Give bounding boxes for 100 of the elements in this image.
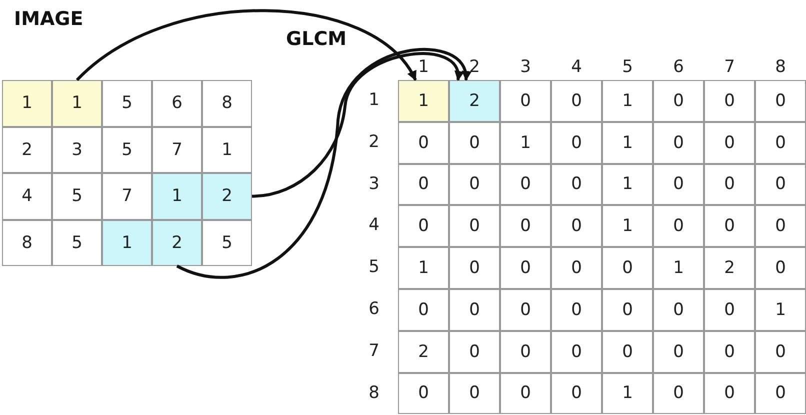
table-cell: 0 — [551, 80, 602, 122]
table-cell: 1 — [602, 164, 653, 206]
table-cell: 1 — [202, 126, 252, 173]
table-cell: 0 — [500, 289, 551, 331]
row-header: 6 — [368, 299, 380, 319]
column-header: 5 — [621, 57, 634, 77]
table-cell: 0 — [398, 122, 449, 164]
column-header: 7 — [723, 57, 736, 77]
table-cell: 0 — [500, 372, 551, 414]
row-header: 8 — [368, 382, 380, 403]
table-cell: 0 — [653, 289, 704, 331]
row-header: 1 — [368, 90, 380, 110]
table-cell: 6 — [152, 80, 202, 126]
table-cell: 0 — [704, 330, 755, 373]
table-cell: 0 — [551, 164, 602, 206]
table-cell: 7 — [102, 173, 152, 220]
column-header: 4 — [570, 57, 583, 77]
table-cell: 0 — [755, 205, 806, 248]
table-cell: 0 — [551, 205, 602, 248]
table-cell: 2 — [152, 220, 202, 266]
table-cell: 0 — [653, 164, 704, 206]
row-header: 7 — [368, 340, 380, 361]
column-header: 3 — [519, 57, 532, 77]
table-cell: 0 — [653, 205, 704, 248]
table-cell: 0 — [704, 372, 755, 414]
table-cell: 1 — [653, 247, 704, 289]
table-cell: 2 — [449, 80, 500, 122]
table-cell: 0 — [500, 164, 551, 206]
table-cell: 1 — [602, 205, 653, 248]
table-cell: 2 — [202, 173, 252, 220]
table-cell: 5 — [102, 80, 152, 126]
table-cell: 7 — [152, 126, 202, 173]
table-cell: 0 — [398, 289, 449, 331]
table-cell: 0 — [755, 372, 806, 414]
table-cell: 0 — [602, 330, 653, 373]
table-cell: 1 — [102, 220, 152, 266]
table-cell: 0 — [500, 247, 551, 289]
table-cell: 1 — [500, 122, 551, 164]
table-cell: 0 — [500, 205, 551, 248]
table-title: IMAGE — [14, 8, 84, 30]
table-cell: 0 — [704, 205, 755, 248]
column-header: 2 — [468, 57, 481, 77]
arrow — [176, 48, 470, 279]
table-cell: 0 — [755, 122, 806, 164]
table-cell: 5 — [102, 126, 152, 173]
table-cell: 0 — [704, 289, 755, 331]
table-cell: 0 — [602, 289, 653, 331]
table-cell: 0 — [551, 247, 602, 289]
row-header: 4 — [368, 215, 380, 236]
table-cell: 1 — [152, 173, 202, 220]
row-header: 3 — [368, 174, 380, 194]
table-cell: 1 — [602, 372, 653, 414]
row-header: 2 — [368, 132, 380, 152]
table-cell: 0 — [398, 205, 449, 248]
table-cell: 0 — [551, 122, 602, 164]
table-cell: 0 — [449, 122, 500, 164]
table-cell: 0 — [755, 164, 806, 206]
table-cell: 1 — [755, 289, 806, 331]
table-cell: 0 — [449, 372, 500, 414]
table-cell: 1 — [398, 247, 449, 289]
table-cell: 5 — [52, 220, 102, 266]
table-cell: 0 — [449, 289, 500, 331]
table-cell: 0 — [449, 164, 500, 206]
table-cell: 0 — [602, 247, 653, 289]
table-cell: 1 — [52, 80, 102, 126]
table-cell: 4 — [2, 173, 52, 220]
table-cell: 0 — [755, 330, 806, 373]
table-cell: 1 — [398, 80, 449, 122]
column-header: 8 — [774, 57, 787, 77]
arrow — [76, 9, 417, 82]
table-cell: 5 — [202, 220, 252, 266]
table-cell: 0 — [449, 205, 500, 248]
table-cell: 1 — [602, 122, 653, 164]
table-cell: 2 — [398, 330, 449, 373]
table-cell: 0 — [449, 247, 500, 289]
table-cell: 0 — [653, 122, 704, 164]
table-cell: 0 — [500, 80, 551, 122]
table-cell: 0 — [653, 330, 704, 373]
table-cell: 1 — [602, 80, 653, 122]
table-cell: 2 — [704, 247, 755, 289]
table-cell: 0 — [653, 372, 704, 414]
table-cell: 0 — [398, 164, 449, 206]
table-cell: 8 — [2, 220, 52, 266]
table-cell: 0 — [398, 372, 449, 414]
table-cell: 0 — [653, 80, 704, 122]
table-cell: 0 — [704, 122, 755, 164]
table-cell: 0 — [704, 80, 755, 122]
table-cell: 0 — [551, 372, 602, 414]
table-cell: 0 — [755, 247, 806, 289]
table-title: GLCM — [286, 28, 347, 50]
column-header: 6 — [672, 57, 685, 77]
table-cell: 0 — [500, 330, 551, 373]
arrow — [252, 52, 462, 198]
table-cell: 0 — [449, 330, 500, 373]
table-cell: 5 — [52, 173, 102, 220]
table-cell: 0 — [551, 330, 602, 373]
table-cell: 3 — [52, 126, 102, 173]
column-header: 1 — [417, 57, 430, 77]
table-cell: 8 — [202, 80, 252, 126]
table-cell: 2 — [2, 126, 52, 173]
